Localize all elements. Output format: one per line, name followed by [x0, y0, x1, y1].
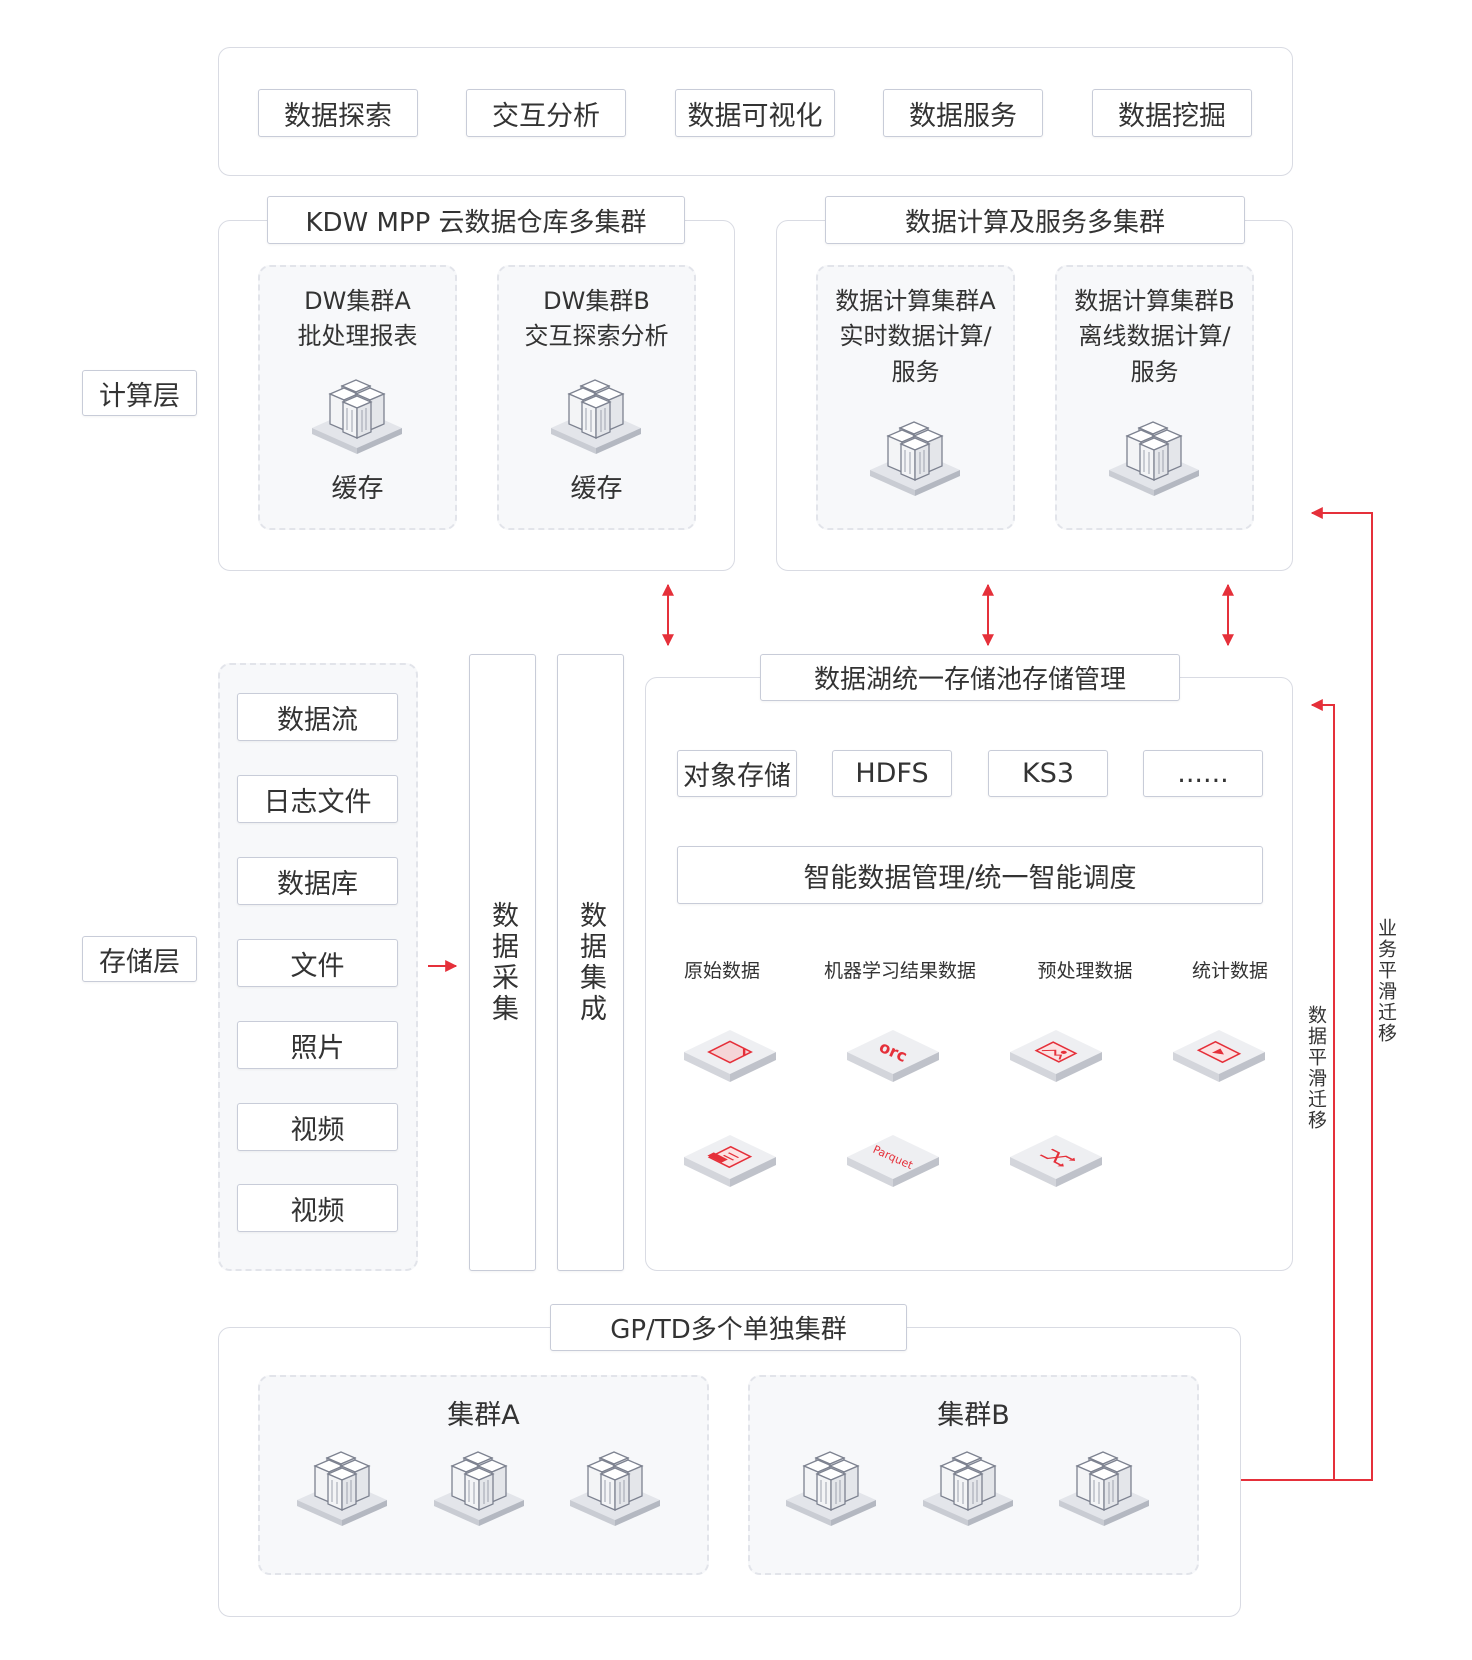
compute-service-title: 数据计算及服务多集群	[825, 196, 1245, 244]
image-icon	[1010, 1030, 1102, 1082]
shuffle-icon	[1010, 1135, 1102, 1187]
compute-cluster-a-desc2: 服务	[891, 358, 940, 386]
source-video-1[interactable]: 视频	[237, 1103, 398, 1151]
service-box-service[interactable]: 数据服务	[883, 89, 1043, 137]
service-box-visualization[interactable]: 数据可视化	[675, 89, 835, 137]
compute-cluster-b[interactable]	[1055, 265, 1254, 530]
data-lake-title: 数据湖统一存储池存储管理	[760, 654, 1180, 701]
source-database[interactable]: 数据库	[237, 857, 398, 905]
compute-cluster-b-name: 数据计算集群B	[1074, 287, 1235, 315]
kdw-title: KDW MPP 云数据仓库多集群	[267, 196, 685, 244]
dw-cluster-a-cache: 缓存	[331, 474, 384, 504]
storage-type-hdfs[interactable]: HDFS	[832, 750, 952, 797]
gp-a-node-3-icon	[569, 1451, 661, 1527]
storage-type-more[interactable]: ......	[1143, 750, 1263, 797]
pdf-icon	[684, 1135, 776, 1187]
category-preprocessed: 预处理数据	[1037, 960, 1133, 982]
storage-layer-label: 存储层	[82, 936, 197, 982]
dw-cluster-b-desc: 交互探索分析	[524, 322, 669, 350]
storage-type-object[interactable]: 对象存储	[677, 750, 797, 797]
compute-cluster-b-desc1: 离线数据计算/	[1078, 322, 1231, 350]
compute-cluster-a-desc1: 实时数据计算/	[839, 322, 992, 350]
gp-b-node-1-icon	[785, 1451, 877, 1527]
data-collect-column[interactable]: 数据采集	[469, 654, 536, 1271]
category-ml-result: 机器学习结果数据	[823, 960, 976, 982]
gp-a-node-1-icon	[296, 1451, 388, 1527]
data-integrate-label: 数据集成	[575, 900, 606, 1025]
file-icon	[684, 1030, 776, 1082]
data-collect-label: 数据采集	[487, 900, 518, 1025]
service-box-mining[interactable]: 数据挖掘	[1092, 89, 1252, 137]
dw-cluster-a-desc: 批处理报表	[297, 322, 418, 350]
management-bar[interactable]: 智能数据管理/统一智能调度	[677, 846, 1263, 904]
data-integrate-column[interactable]: 数据集成	[557, 654, 624, 1271]
parquet-icon: Parquet	[847, 1135, 939, 1187]
category-raw: 原始数据	[683, 960, 760, 982]
source-stream[interactable]: 数据流	[237, 693, 398, 741]
gp-title: GP/TD多个单独集群	[550, 1304, 907, 1351]
video-icon	[1173, 1030, 1265, 1082]
data-migration-line	[1310, 699, 1335, 1480]
service-box-explore[interactable]: 数据探索	[258, 89, 418, 137]
source-video-2[interactable]: 视频	[237, 1184, 398, 1232]
category-statistics: 统计数据	[1191, 960, 1268, 982]
gp-b-node-2-icon	[922, 1451, 1014, 1527]
source-photo[interactable]: 照片	[237, 1021, 398, 1069]
data-migration-label: 数据平滑迁移	[1305, 1005, 1327, 1131]
compute-cluster-b-desc2: 服务	[1130, 358, 1179, 386]
source-log-file[interactable]: 日志文件	[237, 775, 398, 823]
gp-b-node-3-icon	[1058, 1451, 1150, 1527]
storage-type-ks3[interactable]: KS3	[988, 750, 1108, 797]
gp-cluster-b-label: 集群B	[937, 1400, 1010, 1431]
service-box-interactive[interactable]: 交互分析	[466, 89, 626, 137]
dw-cluster-b-cache: 缓存	[570, 474, 623, 504]
business-migration-label: 业务平滑迁移	[1375, 918, 1397, 1044]
gp-a-node-2-icon	[433, 1451, 525, 1527]
orc-icon: orc	[847, 1030, 939, 1082]
business-migration-line	[1241, 507, 1373, 1481]
dw-cluster-a-name: DW集群A	[304, 287, 411, 315]
source-file[interactable]: 文件	[237, 939, 398, 987]
compute-cluster-a-name: 数据计算集群A	[835, 287, 996, 315]
dw-cluster-b-name: DW集群B	[543, 287, 650, 315]
gp-cluster-a-label: 集群A	[447, 1400, 520, 1431]
compute-layer-label: 计算层	[82, 370, 197, 416]
